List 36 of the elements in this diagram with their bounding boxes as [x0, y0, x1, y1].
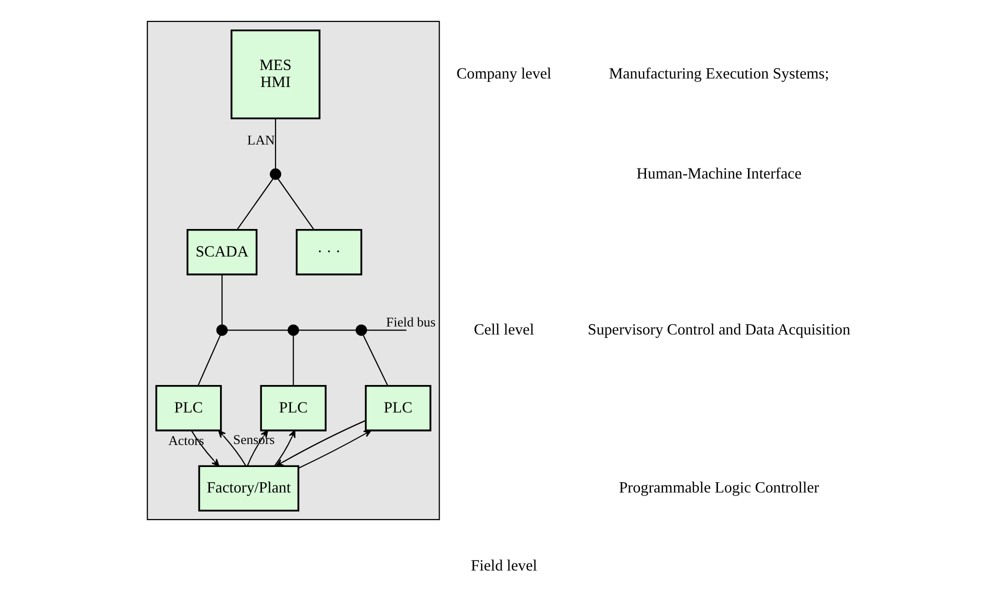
label: Manufacturing Execution Systems;	[609, 66, 830, 83]
connector	[298, 330, 356, 331]
connector	[227, 330, 288, 331]
node-box: PLC	[260, 384, 327, 432]
node-circle	[270, 168, 282, 180]
edge-label: Field bus	[386, 314, 436, 330]
connector	[221, 274, 223, 325]
cluster	[146, 20, 440, 520]
label: Company level	[456, 66, 552, 83]
connector	[236, 178, 274, 230]
connector	[277, 178, 314, 230]
label: Field level	[470, 558, 538, 575]
node-box: PLC	[155, 384, 222, 432]
arrow	[218, 430, 246, 466]
node-circle	[288, 324, 300, 336]
edge-label: LAN	[247, 132, 275, 148]
arrow	[190, 430, 220, 467]
arrow	[298, 430, 372, 469]
label: Programmable Logic Controller	[618, 480, 820, 497]
arrow	[274, 430, 296, 466]
arrow	[276, 420, 366, 466]
connector	[362, 334, 388, 386]
label: Human-Machine Interface	[636, 165, 802, 182]
node-box: SCADA	[186, 228, 258, 276]
label: Cell level	[474, 321, 534, 338]
node-box: · · ·	[296, 228, 362, 276]
node-circle	[216, 324, 228, 336]
connector	[366, 330, 406, 331]
node-box: Factory/Plant	[198, 465, 300, 512]
label: Supervisory Control and Data Acquisition	[588, 321, 850, 338]
connector	[274, 118, 276, 170]
node-box: MES HMI	[230, 30, 320, 120]
connector	[292, 335, 294, 386]
connector	[197, 334, 221, 386]
node-box: PLC	[364, 384, 432, 432]
node-circle	[356, 324, 368, 336]
